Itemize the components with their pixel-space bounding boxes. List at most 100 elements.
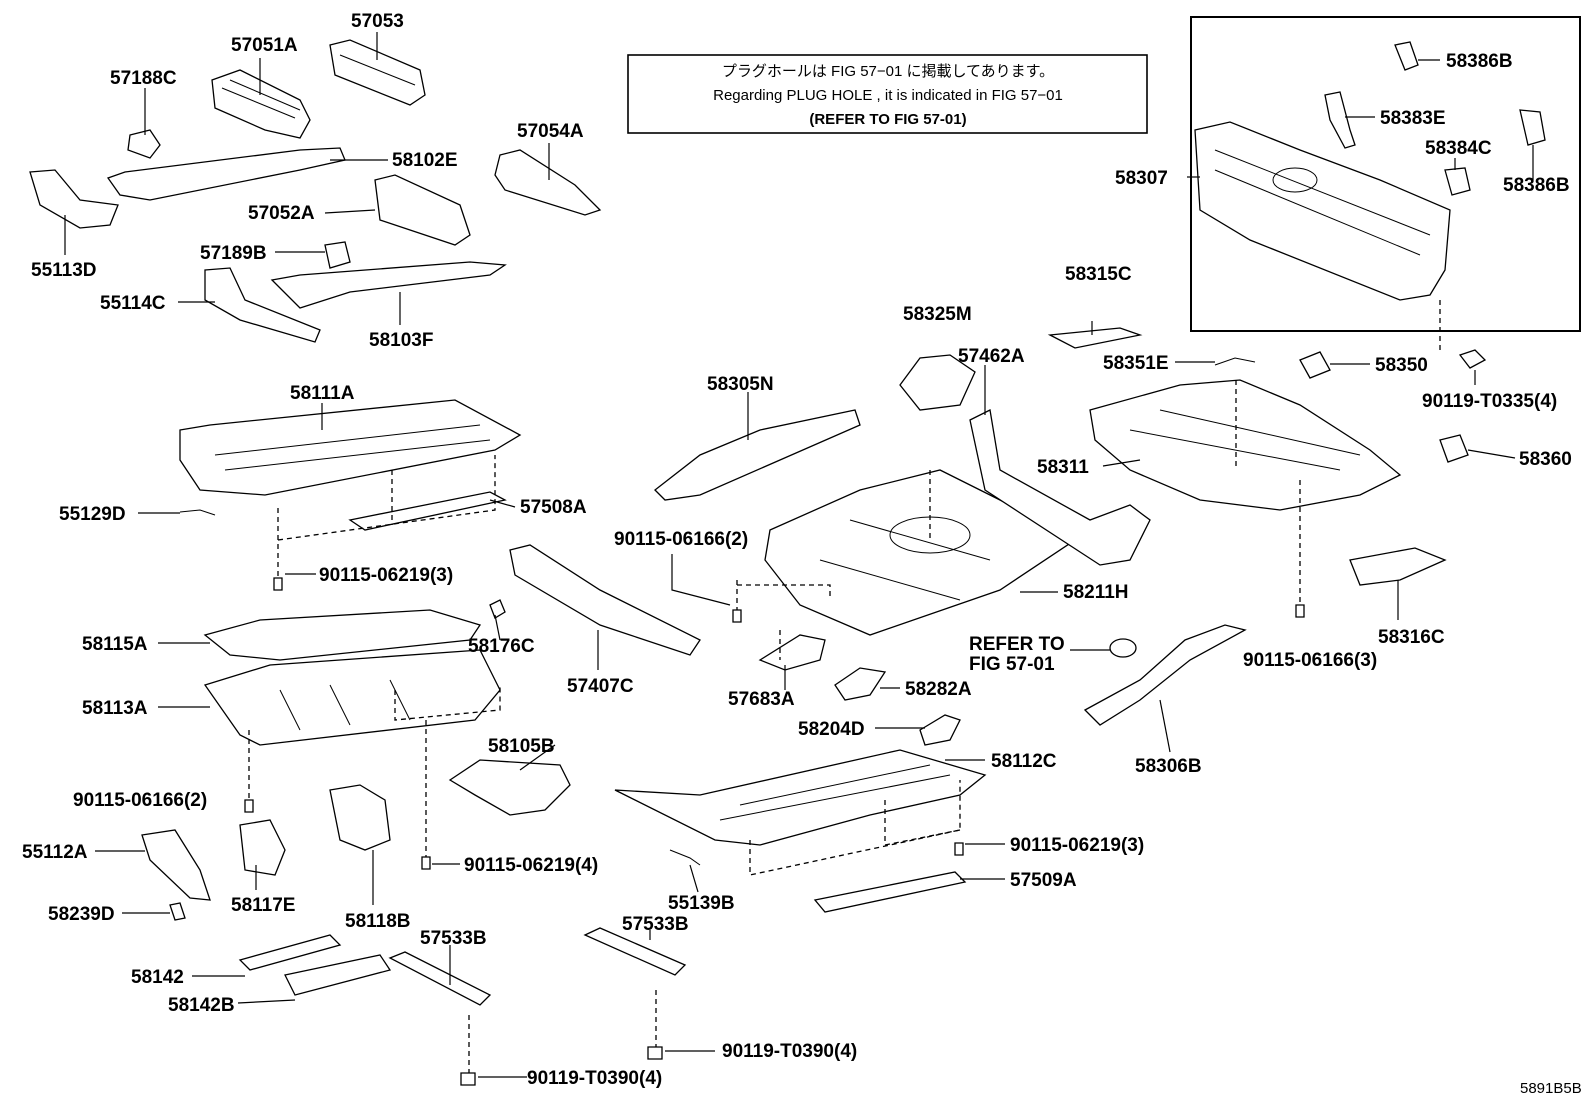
label-57533B-left: 57533B	[420, 928, 487, 949]
part-58383E-drawing	[1324, 91, 1356, 149]
dashed-assembly-lines	[248, 300, 1441, 1073]
part-55113D-drawing	[29, 169, 119, 229]
label-90115-06166-3: 90115-06166(3)	[1243, 650, 1377, 671]
label-55114C: 55114C	[100, 293, 166, 314]
label-90115-06219-3-right: 90115-06219(3)	[1010, 835, 1144, 856]
part-58386B-right-drawing	[1519, 109, 1546, 146]
part-58350-drawing	[1299, 351, 1331, 379]
label-58306B: 58306B	[1135, 756, 1202, 777]
label-57051A: 57051A	[231, 35, 298, 56]
part-58316C-drawing	[1349, 547, 1447, 586]
part-58115A-drawing	[203, 609, 482, 661]
part-58282A-drawing	[834, 667, 887, 701]
label-55129D: 55129D	[59, 504, 126, 525]
fastener-icons	[244, 577, 1305, 1086]
label-57533B-right: 57533B	[622, 914, 689, 935]
bolt-90119-T0335-drawing	[1458, 349, 1487, 369]
plug-hole-cap-drawing	[1109, 638, 1137, 658]
label-58142: 58142	[131, 967, 184, 988]
part-57053-drawing	[329, 39, 426, 106]
part-58142-drawing	[238, 934, 342, 971]
label-58360: 58360	[1519, 449, 1572, 470]
part-58325M-drawing	[899, 354, 976, 411]
label-90119-T0390-4-right: 90119-T0390(4)	[722, 1041, 857, 1062]
label-58239D: 58239D	[48, 904, 115, 925]
part-55114C-drawing	[204, 267, 321, 343]
note-box: プラグホールは FIG 57−01 に掲載してあります。 Regarding P…	[627, 54, 1148, 134]
part-58307-drawing	[1194, 121, 1451, 301]
label-58103F: 58103F	[369, 330, 433, 351]
label-58307: 58307	[1115, 168, 1168, 189]
part-57407C-drawing	[509, 544, 701, 656]
label-58102E: 58102E	[392, 150, 458, 171]
part-58111A-drawing	[179, 399, 522, 496]
part-57054A-drawing	[494, 149, 602, 216]
label-57407C: 57407C	[567, 676, 634, 697]
label-58211H: 58211H	[1063, 582, 1129, 603]
label-90119-T0335-4: 90119-T0335(4)	[1422, 391, 1557, 412]
note-line-3: (REFER TO FIG 57-01)	[809, 111, 966, 128]
label-90115-06166-2-center: 90115-06166(2)	[614, 529, 748, 550]
part-58311-drawing	[1089, 379, 1402, 511]
refer-label-line-1: REFER TO	[969, 634, 1065, 655]
label-58383E: 58383E	[1380, 108, 1446, 129]
part-58351E-drawing	[1214, 357, 1256, 366]
label-58282A: 58282A	[905, 679, 972, 700]
label-58117E: 58117E	[231, 895, 295, 916]
part-58105B-drawing	[448, 759, 571, 816]
label-58204D: 58204D	[798, 719, 865, 740]
part-58142B-drawing	[284, 954, 392, 996]
part-58360-drawing	[1439, 434, 1469, 463]
label-90119-T0390-4-left: 90119-T0390(4)	[527, 1068, 662, 1089]
part-57508A-drawing	[348, 491, 507, 531]
label-58316C: 58316C	[1378, 627, 1445, 648]
label-90115-06166-2-left: 90115-06166(2)	[73, 790, 207, 811]
label-58386B-right: 58386B	[1503, 175, 1570, 196]
label-58176C: 58176C	[468, 636, 535, 657]
part-57533B-right-drawing	[583, 927, 687, 976]
label-57052A: 57052A	[248, 203, 315, 224]
part-57462A-drawing	[969, 409, 1151, 566]
part-58176C-drawing	[489, 599, 506, 619]
part-58204D-drawing	[919, 714, 961, 746]
label-55139B: 55139B	[668, 893, 735, 914]
part-58306B-drawing	[1083, 624, 1247, 726]
label-58384C: 58384C	[1425, 138, 1492, 159]
part-58305N-drawing	[654, 409, 861, 501]
label-57053: 57053	[351, 11, 404, 32]
part-58118B-drawing	[329, 784, 391, 851]
part-labels: 57188C 57051A 57053 58102E 57054A 55113D…	[22, 11, 1582, 1097]
label-90115-06219-3-left: 90115-06219(3)	[319, 565, 453, 586]
part-58384C-drawing	[1444, 167, 1471, 196]
part-57683A-drawing	[758, 634, 826, 671]
label-57054A: 57054A	[517, 121, 584, 142]
label-57509A: 57509A	[1010, 870, 1077, 891]
label-57462A: 57462A	[958, 346, 1025, 367]
label-58118B: 58118B	[345, 911, 411, 932]
label-58386B-top: 58386B	[1446, 51, 1513, 72]
part-58315C-drawing	[1047, 327, 1143, 349]
label-58305N: 58305N	[707, 374, 774, 395]
label-58111A: 58111A	[290, 383, 355, 404]
rear-panel-inset-frame	[1190, 16, 1581, 332]
label-58142B: 58142B	[168, 995, 235, 1016]
label-58112C: 58112C	[991, 751, 1057, 772]
label-57508A: 57508A	[520, 497, 587, 518]
leader-lines	[64, 32, 1534, 1078]
parts-drawings	[29, 39, 1546, 1086]
part-57533B-left-drawing	[388, 951, 492, 1006]
label-57189B: 57189B	[200, 243, 267, 264]
part-57188C-drawing	[127, 129, 161, 159]
part-57189B-drawing	[324, 241, 351, 269]
figure-code: 5891B5B	[1520, 1080, 1582, 1097]
refer-label-line-2: FIG 57-01	[969, 654, 1055, 675]
label-57683A: 57683A	[728, 689, 795, 710]
label-58350: 58350	[1375, 355, 1428, 376]
label-58113A: 58113A	[82, 698, 148, 719]
label-58311: 58311	[1037, 457, 1089, 478]
part-58117E-drawing	[239, 819, 286, 876]
part-58386B-top-drawing	[1394, 41, 1419, 71]
part-57509A-drawing	[813, 871, 967, 913]
label-58351E: 58351E	[1103, 353, 1169, 374]
